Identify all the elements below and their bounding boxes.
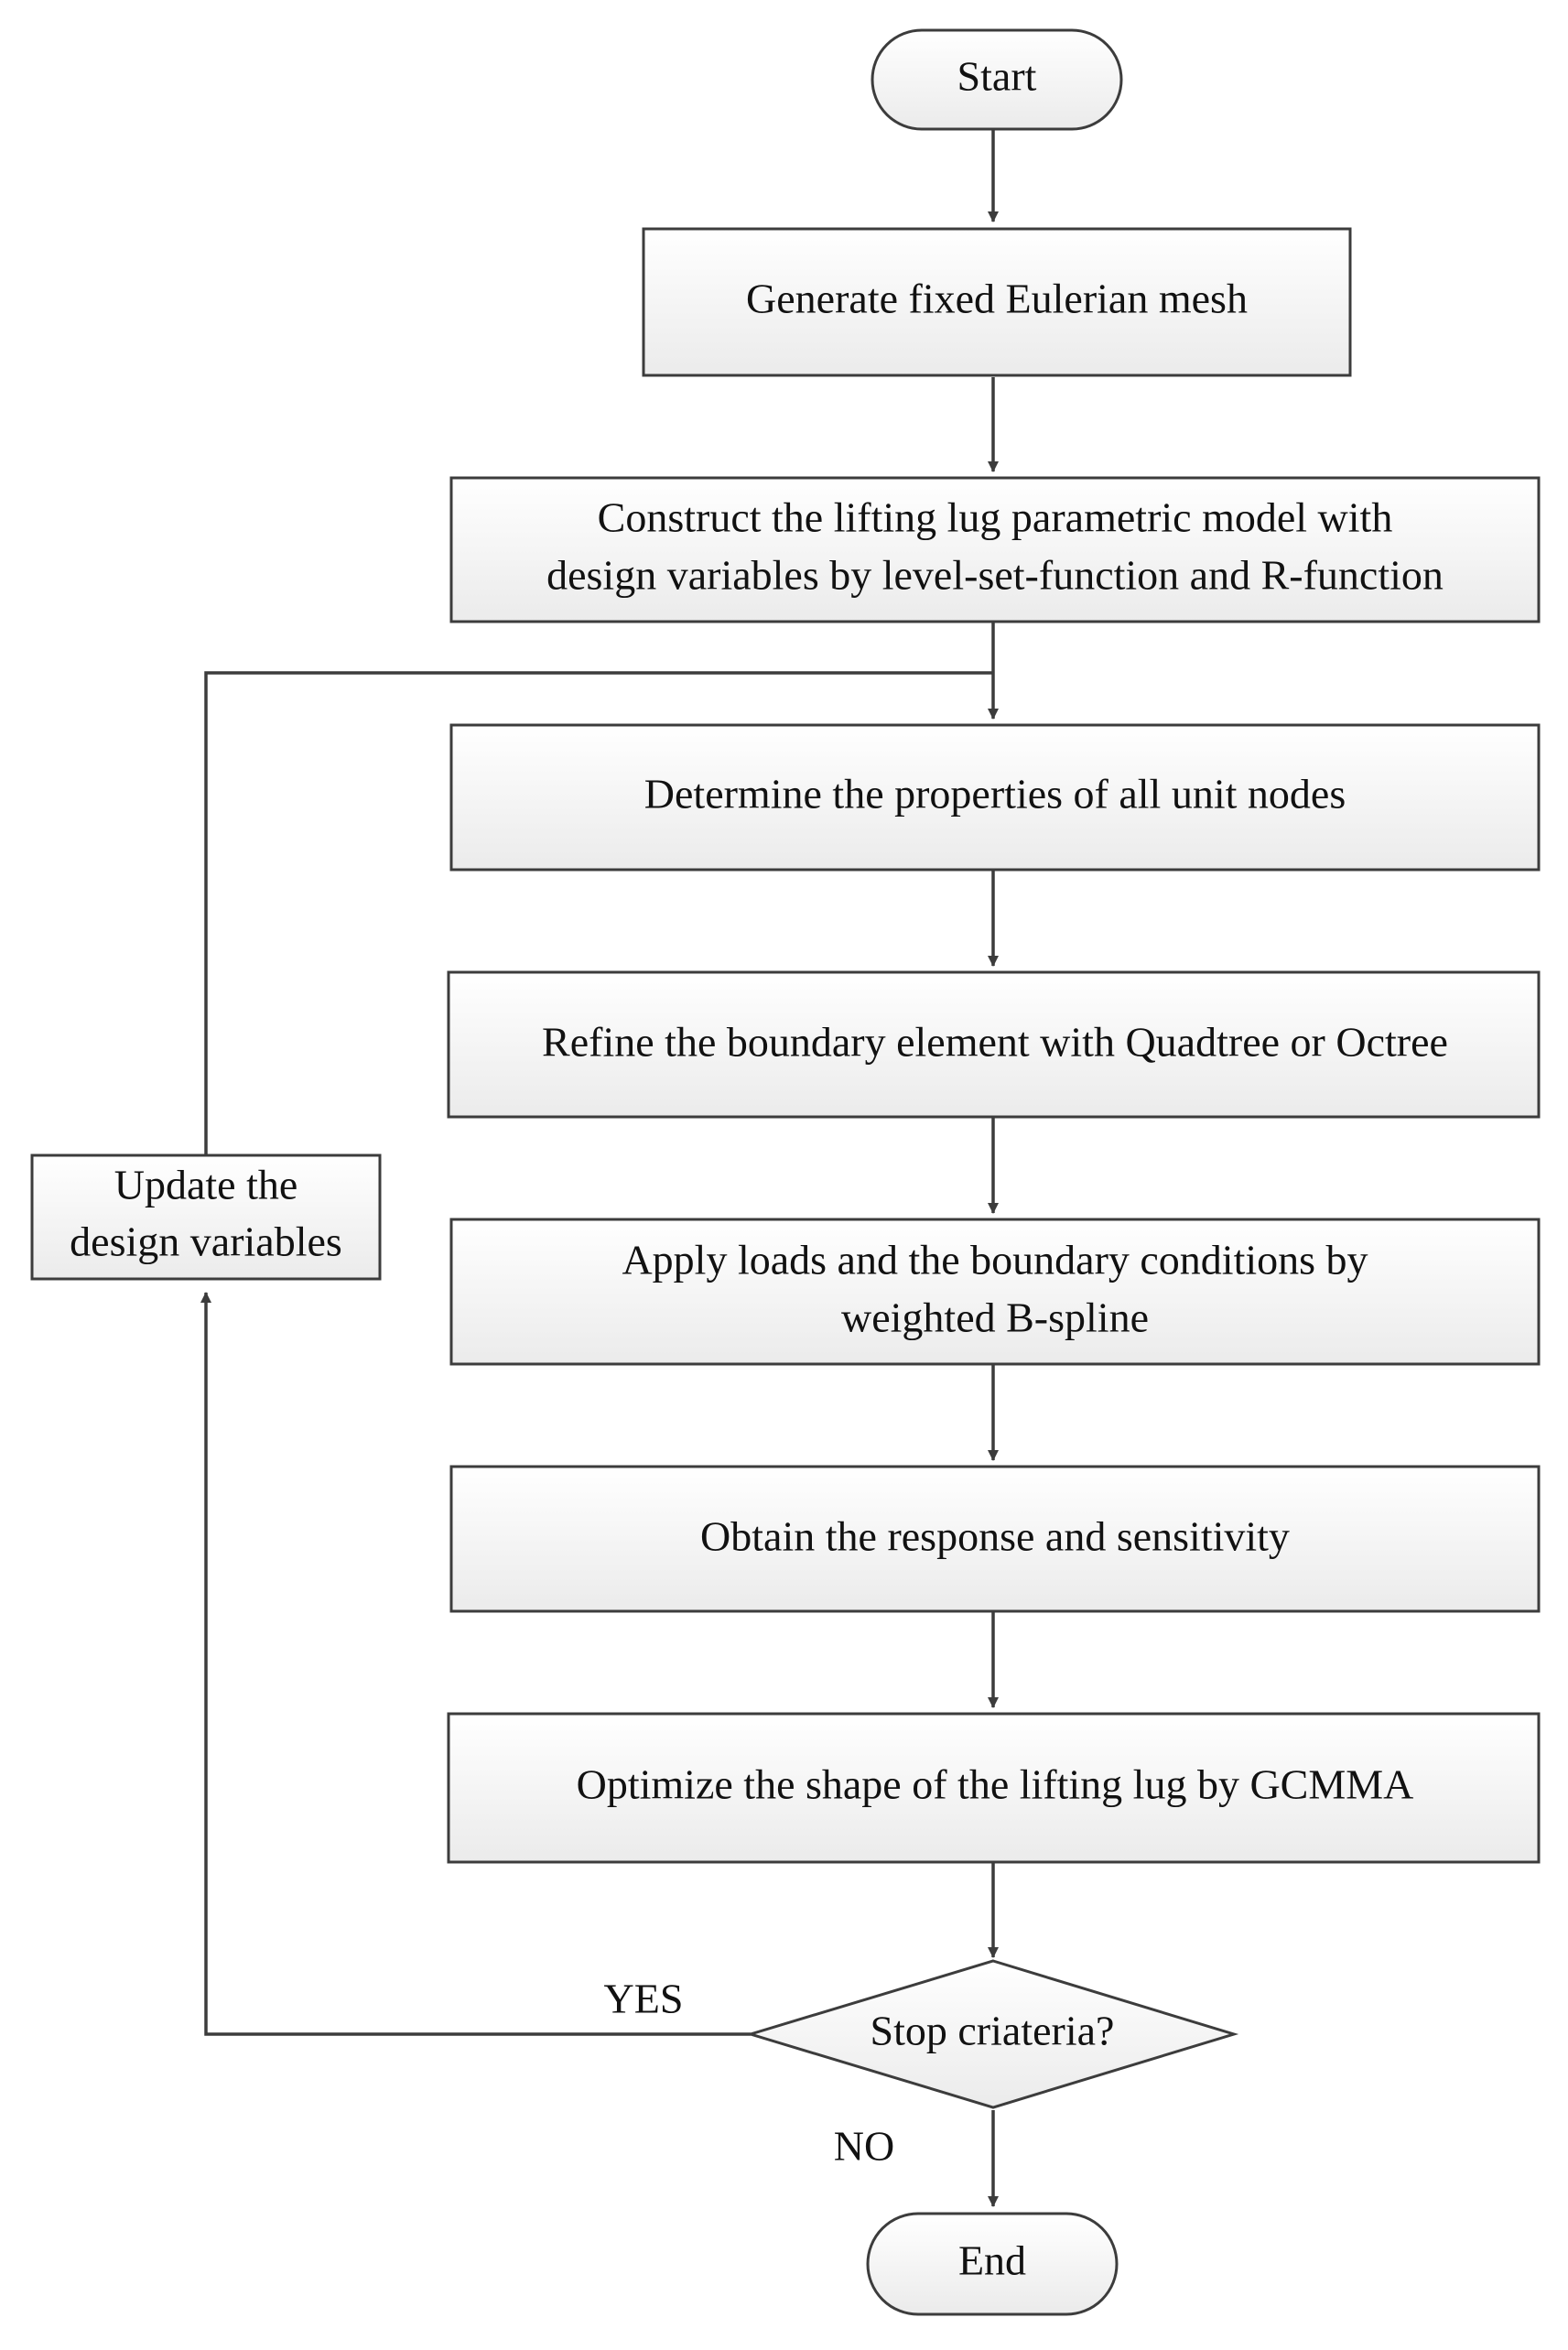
update-variables-line2: design variables [70, 1218, 342, 1265]
update-variables-box: Update the design variables [30, 1153, 382, 1281]
determine-properties-label: Determine the properties of all unit nod… [644, 771, 1346, 818]
optimize-shape-box: Optimize the shape of the lifting lug by… [447, 1712, 1541, 1864]
construct-model-box: Construct the lifting lug parametric mod… [449, 476, 1541, 623]
generate-mesh-label: Generate fixed Eulerian mesh [746, 276, 1248, 322]
obtain-response-label: Obtain the response and sensitivity [700, 1513, 1290, 1560]
end-terminal: End [866, 2212, 1119, 2316]
apply-loads-line1: Apply loads and the boundary conditions … [622, 1237, 1368, 1283]
edge-yes-to-update [200, 1292, 751, 2036]
no-label: NO [834, 2123, 894, 2170]
start-label: Start [957, 53, 1037, 100]
connectors [200, 130, 999, 2207]
optimize-shape-label: Optimize the shape of the lifting lug by… [577, 1761, 1414, 1808]
yes-label: YES [604, 1976, 684, 2022]
determine-properties-box: Determine the properties of all unit nod… [449, 723, 1541, 872]
construct-model-line1: Construct the lifting lug parametric mod… [598, 494, 1393, 541]
refine-boundary-box: Refine the boundary element with Quadtre… [447, 970, 1541, 1119]
start-terminal: Start [871, 28, 1123, 131]
generate-mesh-box: Generate fixed Eulerian mesh [642, 227, 1352, 377]
obtain-response-box: Obtain the response and sensitivity [449, 1465, 1541, 1613]
edge-update-to-loop [204, 671, 993, 1155]
end-label: End [958, 2237, 1026, 2284]
update-variables-line1: Update the [114, 1162, 298, 1208]
stop-criteria-decision: Stop criateria? [745, 1959, 1239, 2109]
stop-criteria-label: Stop criateria? [871, 2008, 1115, 2054]
apply-loads-line2: weighted B-spline [841, 1294, 1149, 1341]
apply-loads-box: Apply loads and the boundary conditions … [449, 1218, 1541, 1366]
construct-model-line2: design variables by level-set-function a… [546, 552, 1444, 599]
refine-boundary-label: Refine the boundary element with Quadtre… [542, 1019, 1448, 1066]
